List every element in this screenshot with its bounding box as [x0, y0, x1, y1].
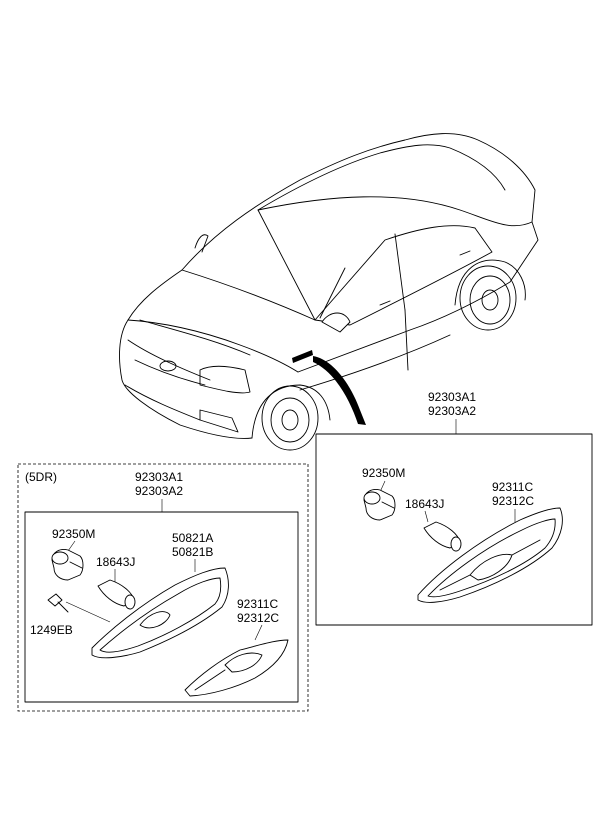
left-lamp-part — [184, 639, 289, 697]
variant-5dr-box — [17, 463, 309, 712]
left-screw-part — [47, 593, 69, 613]
left-socket-part — [51, 549, 84, 581]
car-illustration — [119, 133, 539, 451]
left-assembly-box — [24, 511, 299, 703]
right-bulb-part — [423, 521, 462, 552]
left-bezel-part — [91, 567, 229, 659]
right-socket-part — [363, 489, 396, 521]
left-bezel-label-2: 50821B — [172, 545, 213, 559]
right-assembly-code-2: 92303A2 — [428, 404, 476, 418]
left-bulb-label: 18643J — [96, 555, 135, 569]
right-lamp-label-1: 92311C — [492, 480, 533, 494]
left-bezel-label-1: 50821A — [172, 531, 213, 545]
left-screw-label: 1249EB — [30, 623, 73, 637]
right-lamp-label-2: 92312C — [492, 494, 534, 508]
left-lamp-label-1: 92311C — [237, 597, 278, 611]
right-bulb-label: 18643J — [405, 497, 444, 511]
left-lamp-label-2: 92312C — [237, 611, 279, 625]
left-assembly-code-2: 92303A2 — [135, 484, 183, 498]
left-socket-label: 92350M — [52, 527, 95, 541]
left-bulb-part — [97, 579, 136, 610]
right-socket-label: 92350M — [362, 466, 405, 480]
variant-label: (5DR) — [25, 470, 57, 484]
right-assembly-box — [315, 433, 593, 626]
left-assembly-code-1: 92303A1 — [135, 470, 183, 484]
right-assembly-code-1: 92303A1 — [428, 390, 476, 404]
right-lamp-part — [417, 507, 563, 603]
